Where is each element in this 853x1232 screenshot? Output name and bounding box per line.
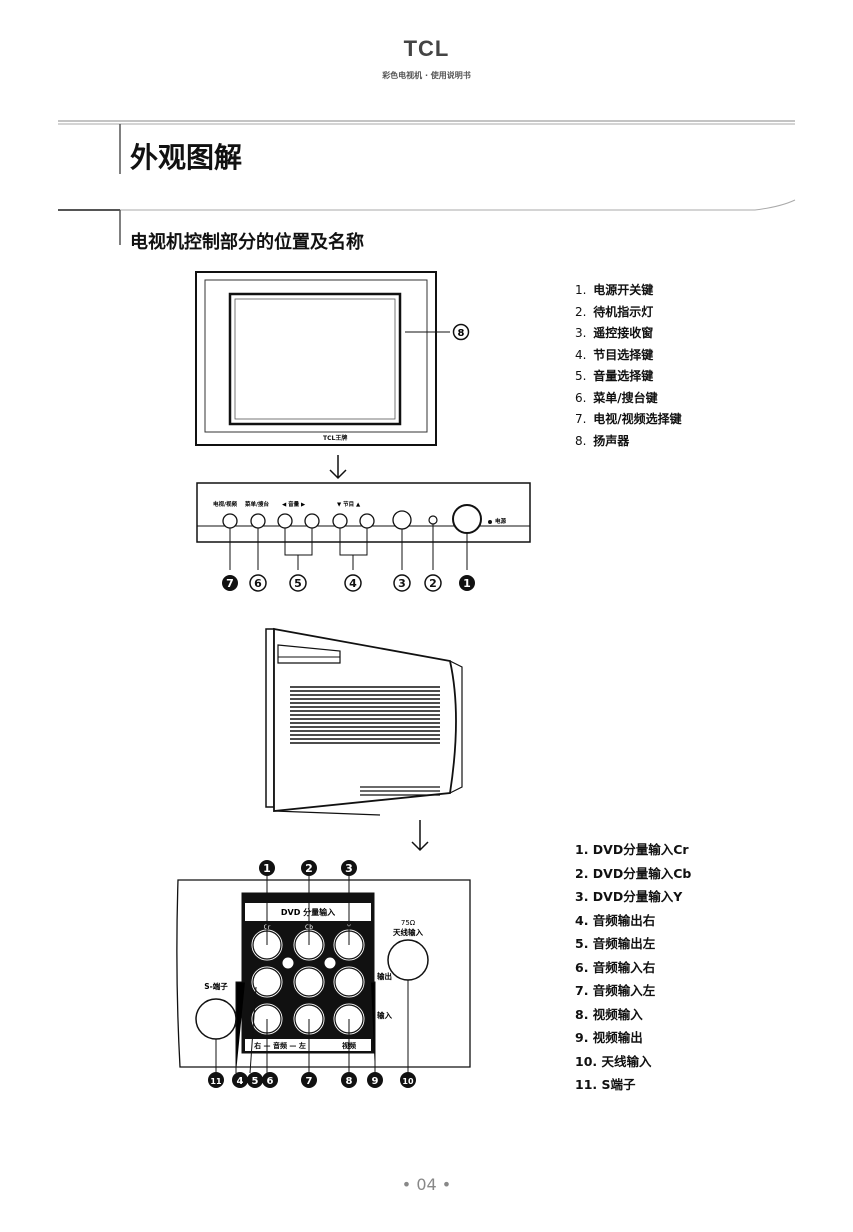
brand-logo: TCL: [403, 36, 450, 61]
legend-item: 2. 待机指示灯: [575, 304, 654, 319]
svg-text:6: 6: [267, 1076, 274, 1087]
svg-text:9: 9: [372, 1076, 379, 1087]
header-rules: [58, 120, 796, 245]
page-title: 外观图解: [130, 141, 243, 174]
page-number: • 04 •: [401, 1175, 452, 1194]
rear-panel-illustration: DVD 分量输入 Cr Cb Y 右: [176, 876, 471, 1074]
rear-legend: 1. DVD分量输入Cr 2. DVD分量输入Cb 3. DVD分量输入Y 4.…: [575, 838, 691, 1097]
svg-text:8: 8: [458, 328, 465, 339]
s-terminal-label: S-端子: [204, 981, 228, 991]
dvd-label: DVD 分量输入: [281, 907, 335, 917]
tv-side-illustration: [265, 627, 463, 816]
svg-text:4: 4: [237, 1076, 244, 1087]
legend-item: 9. 视频输出: [575, 1030, 643, 1045]
legend-item: 8. 扬声器: [575, 433, 630, 448]
legend-item: 5. 音量选择键: [575, 369, 654, 383]
legend-item: 11. S端子: [575, 1077, 636, 1092]
svg-text:1: 1: [263, 862, 271, 875]
svg-text:5: 5: [252, 1076, 259, 1087]
front-view-diagram: TCL王牌 8 电视/视频 菜单/搜台 ◀ 音量 ▶ ▼ 节目 ▲ 电源: [195, 271, 531, 592]
input-label: 输入: [377, 1010, 392, 1020]
antenna-label: 天线输入: [393, 927, 423, 937]
panel-label-tvav: 电视/视频: [213, 500, 238, 508]
tv-logo: TCL王牌: [323, 434, 347, 442]
section-title: 电视机控制部分的位置及名称: [130, 232, 364, 253]
rear-panel-diagram: 1 2 3 DVD 分量输入 Cr Cb Y: [176, 860, 471, 1088]
svg-text:2: 2: [305, 862, 313, 875]
legend-item: 4. 音频输出右: [575, 912, 656, 928]
legend-item: 7. 电视/视频选择键: [575, 412, 682, 426]
svg-text:5: 5: [294, 577, 302, 590]
control-panel-illustration: 电视/视频 菜单/搜台 ◀ 音量 ▶ ▼ 节目 ▲ 电源: [196, 482, 531, 570]
svg-text:7: 7: [226, 577, 234, 590]
side-view-diagram: [265, 627, 463, 852]
legend-item: 7. 音频输入左: [575, 983, 656, 998]
svg-text:7: 7: [306, 1076, 313, 1087]
legend-item: 10. 天线输入: [575, 1053, 652, 1069]
antenna-ohm-label: 75Ω: [401, 919, 416, 927]
document-subtitle: 彩色电视机 · 使用说明书: [382, 71, 471, 80]
output-label: 输出: [377, 971, 392, 981]
svg-text:8: 8: [346, 1076, 353, 1087]
svg-text:11: 11: [210, 1077, 222, 1086]
svg-text:3: 3: [398, 577, 406, 590]
panel-label-menu: 菜单/搜台: [244, 500, 270, 508]
audio-label: 右 — 音频 — 左: [253, 1041, 306, 1050]
legend-item: 6. 音频输入右: [575, 959, 656, 975]
legend-item: 2. DVD分量输入Cb: [575, 865, 692, 881]
legend-item: 3. 遥控接收窗: [575, 326, 654, 340]
svg-text:10: 10: [402, 1077, 414, 1086]
legend-item: 5. 音频输出左: [575, 936, 656, 951]
svg-text:4: 4: [349, 577, 357, 590]
svg-text:2: 2: [429, 577, 437, 590]
svg-text:1: 1: [463, 577, 471, 590]
legend-item: 4. 节目选择键: [575, 347, 654, 362]
panel-label-power: 电源: [495, 517, 507, 525]
panel-label-volume: ◀ 音量 ▶: [282, 500, 306, 508]
svg-text:3: 3: [345, 862, 353, 875]
legend-item: 6. 菜单/搜台键: [575, 390, 658, 405]
front-legend: 1. 电源开关键 2. 待机指示灯 3. 遥控接收窗 4. 节目选择键 5. 音…: [575, 280, 682, 452]
legend-item: 8. 视频输入: [575, 1006, 643, 1022]
legend-item: 3. DVD分量输入Y: [575, 889, 683, 904]
panel-label-program: ▼ 节目 ▲: [337, 500, 361, 508]
legend-item: 1. DVD分量输入Cr: [575, 842, 689, 857]
legend-item: 1. 电源开关键: [575, 283, 654, 297]
svg-text:6: 6: [254, 577, 262, 590]
tv-front-illustration: TCL王牌 8: [195, 271, 470, 446]
